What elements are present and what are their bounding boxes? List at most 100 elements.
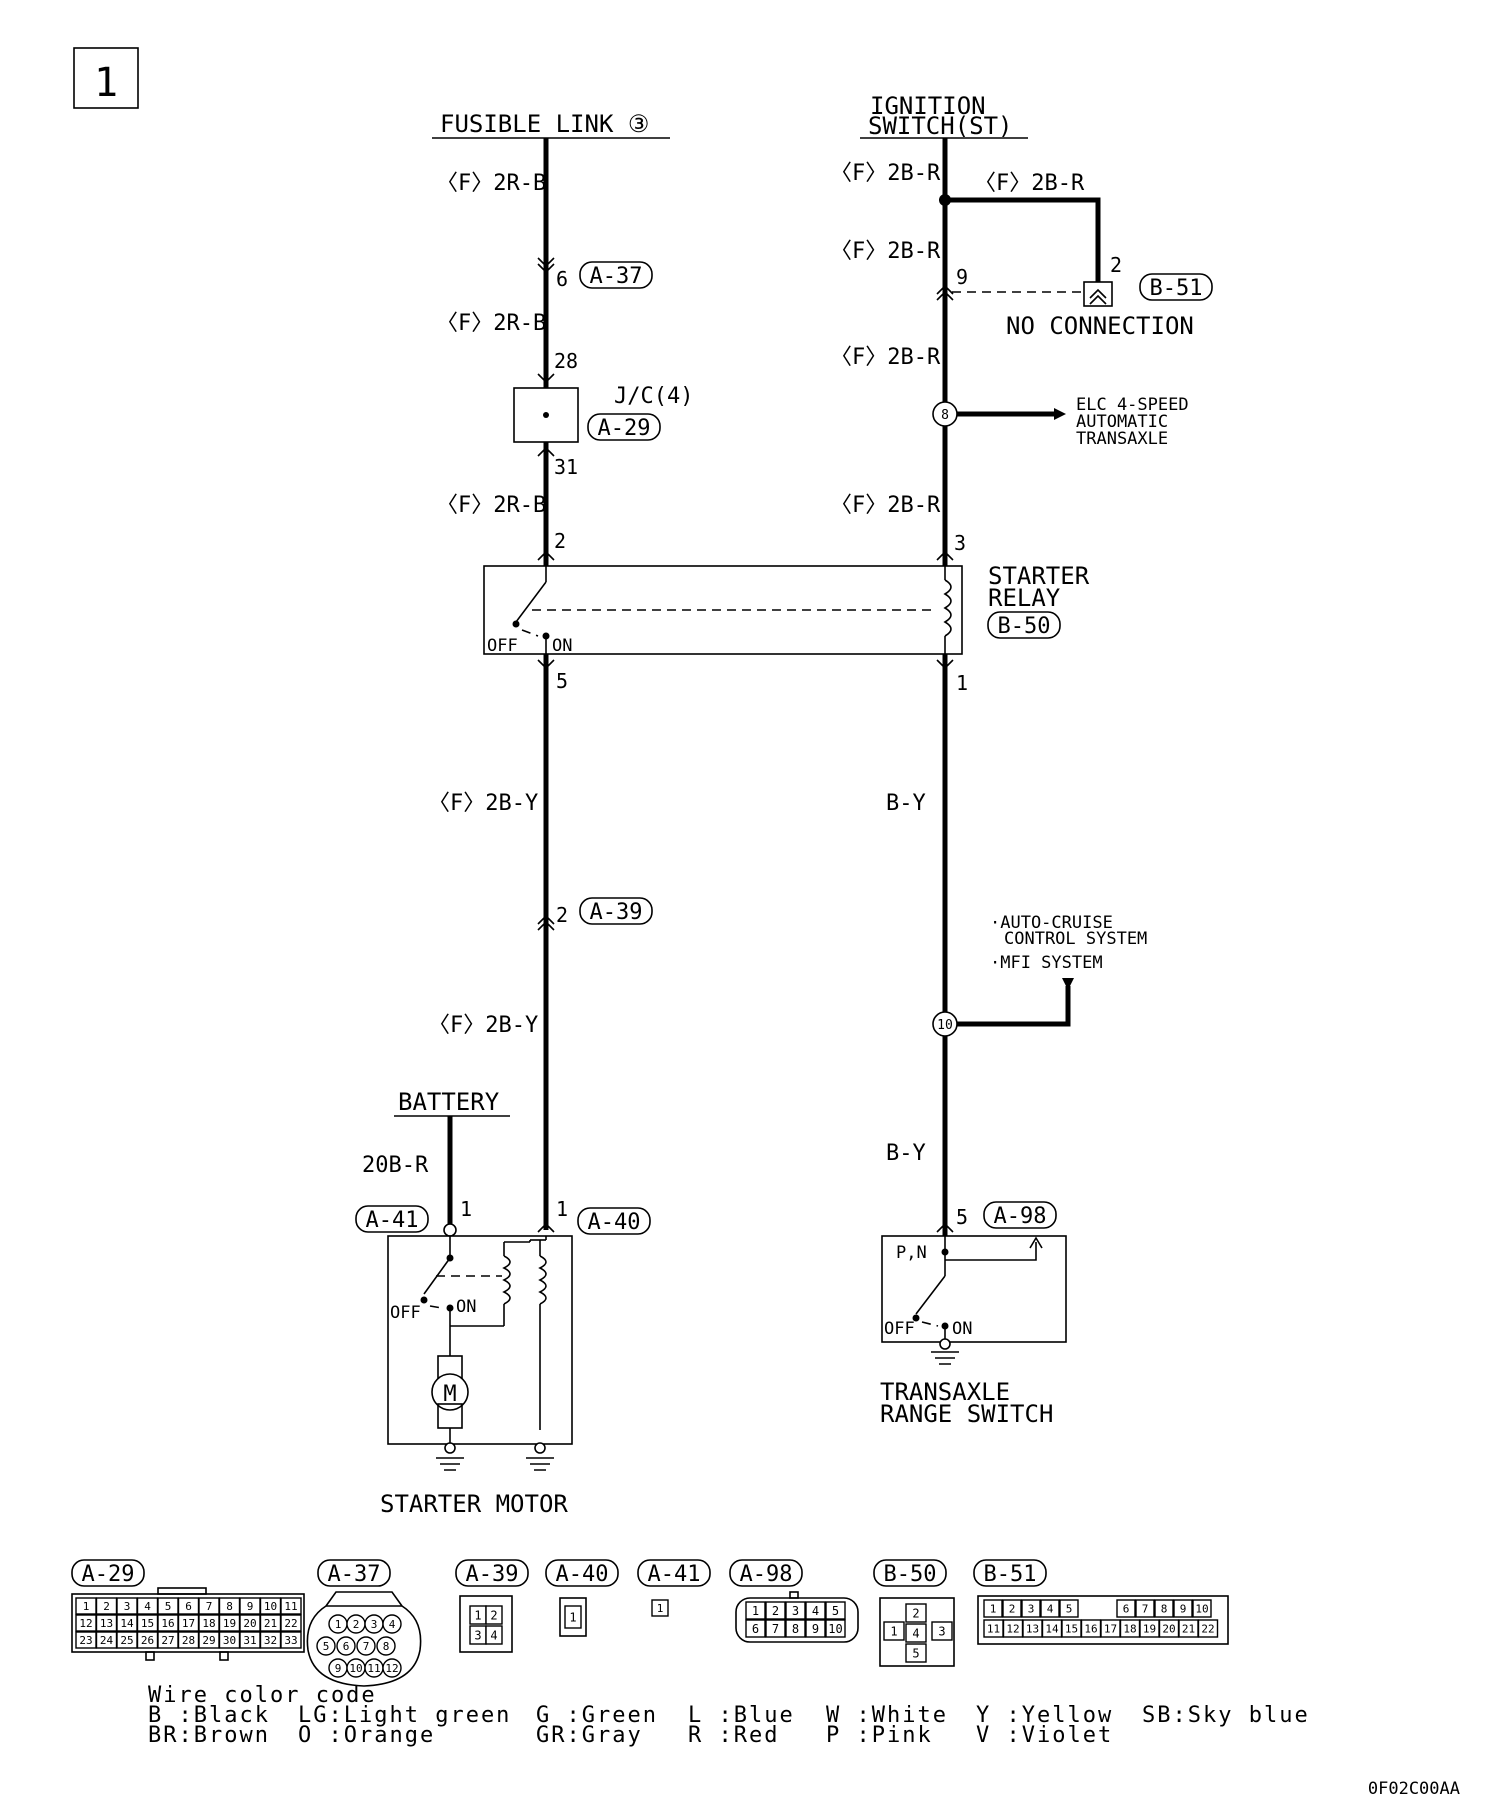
pin-number: 1 [569, 1610, 576, 1624]
pin-number: 16 [161, 1617, 174, 1630]
connector-label-a39: A-39 [590, 900, 643, 925]
pin-cell [745, 1601, 766, 1620]
pin-number: 1 [83, 1600, 90, 1613]
pin-number: 4 [912, 1626, 919, 1640]
relay-coil [943, 579, 952, 637]
wire-label-2by-2: 〈F〉2B-Y [428, 1013, 538, 1038]
face-label-b50: B-50 [884, 1562, 937, 1587]
pin-number: 3 [792, 1604, 799, 1618]
pin-cell [1021, 1599, 1041, 1618]
pin-9: 9 [956, 265, 968, 289]
ground-icon-3 [931, 1351, 959, 1365]
relay-contact-arm [515, 581, 547, 623]
connector-label-a29: A-29 [598, 416, 651, 441]
pin-number: 8 [792, 1622, 799, 1636]
pin-1-a41: 1 [460, 1197, 472, 1221]
jc-node [543, 412, 549, 418]
a40-pin-grid: 1 [564, 1605, 582, 1629]
legend-c3-1: G :Green [536, 1703, 658, 1728]
pin-number: 27 [161, 1634, 174, 1647]
pin-number: 4 [144, 1600, 151, 1613]
pin-5-a98: 5 [956, 1205, 968, 1229]
elc-label-1: ELC 4-SPEED [1076, 395, 1189, 415]
range-pn-label: P,N [896, 1243, 927, 1263]
pin-number: 14 [1045, 1622, 1059, 1635]
pin-cell [336, 1636, 356, 1656]
ignition-switch-label-2: SWITCH(ST) [868, 112, 1013, 140]
legend-c3-2: GR:Gray [536, 1723, 643, 1748]
pin-cell [1192, 1599, 1212, 1618]
pin-number: 2 [490, 1608, 497, 1622]
starter-relay-box [483, 565, 963, 655]
pin-number: 18 [202, 1617, 215, 1630]
pin-number: 4 [389, 1618, 396, 1631]
pin-number: 28 [182, 1634, 195, 1647]
pin-1-a40: 1 [556, 1197, 568, 1221]
pin-cell [745, 1619, 766, 1638]
connector-label-a98: A-98 [994, 1204, 1047, 1229]
pin-number: 9 [812, 1622, 819, 1636]
pin-number: 17 [1104, 1622, 1117, 1635]
face-label-a29: A-29 [82, 1562, 135, 1587]
b51-terminal-arrow [1089, 288, 1107, 305]
ground-terminal-1 [444, 1442, 456, 1454]
pin-number: 11 [284, 1600, 297, 1613]
pin-number: 4 [1047, 1602, 1054, 1615]
pin-number: 5 [165, 1600, 172, 1613]
face-badge-b50 [873, 1559, 947, 1587]
connector-badge-a29 [587, 413, 661, 441]
splice-10-label: 10 [937, 1018, 953, 1033]
pin-number: 8 [226, 1600, 233, 1613]
pin-number: 30 [223, 1634, 236, 1647]
connector-face-a40 [559, 1597, 587, 1637]
pin-number: 15 [1065, 1622, 1078, 1635]
pin-cell [785, 1601, 806, 1620]
acc-label-1: ·AUTO-CRUISE [990, 913, 1113, 933]
fusible-link-label: FUSIBLE LINK ③ [440, 110, 649, 138]
connector-badge-a37 [579, 261, 653, 289]
motor-off-dash [429, 1305, 443, 1309]
wire-label-20br: 20B-R [362, 1153, 429, 1178]
face-badge-a40 [545, 1559, 619, 1587]
wire-acc-branch [945, 986, 1071, 1027]
pin-number: 12 [79, 1617, 92, 1630]
pin-number: 2 [772, 1604, 779, 1618]
pin-number: 21 [264, 1617, 277, 1630]
pin-cell [905, 1623, 927, 1643]
ground-icon-2 [526, 1457, 554, 1471]
range-switch-label-2: RANGE SWITCH [880, 1400, 1053, 1428]
a98-latch [789, 1591, 799, 1599]
legend-title: Wire color code [148, 1683, 377, 1708]
pin-number: 6 [1123, 1602, 1130, 1615]
pin-cell [316, 1636, 336, 1656]
motor-symbol: M [443, 1382, 456, 1407]
relay-off-dash [521, 629, 539, 637]
wire-label-2br-2: 〈F〉2B-R [974, 171, 1085, 196]
pin-cell [280, 1631, 302, 1649]
starter-relay-label-2: RELAY [988, 584, 1061, 612]
relay-arrow-3 [936, 550, 954, 561]
pin-cell [1059, 1599, 1079, 1618]
connector-badge-b50 [987, 611, 1061, 639]
a29-key-1 [145, 1651, 155, 1661]
face-badge-b51 [973, 1559, 1047, 1587]
pin-5-relay: 5 [556, 669, 568, 693]
pin-cell [1040, 1599, 1060, 1618]
wire-label-2br-5: 〈F〉2B-R [830, 493, 941, 518]
pin-number: 1 [752, 1604, 759, 1618]
pin-number: 1 [474, 1608, 481, 1622]
pin-number: 17 [182, 1617, 195, 1630]
diagram-code: 0F02C00AA [1368, 1779, 1460, 1799]
pin-number: 5 [1066, 1602, 1073, 1615]
pin-cell [651, 1599, 669, 1617]
pin-number: 4 [490, 1628, 497, 1642]
starter-relay-label-1: STARTER [988, 562, 1090, 590]
pin-cell [765, 1601, 786, 1620]
terminal-a40-arrow [537, 1222, 555, 1233]
starter-motor-label: STARTER MOTOR [380, 1490, 568, 1518]
terminal-a41 [443, 1223, 457, 1237]
